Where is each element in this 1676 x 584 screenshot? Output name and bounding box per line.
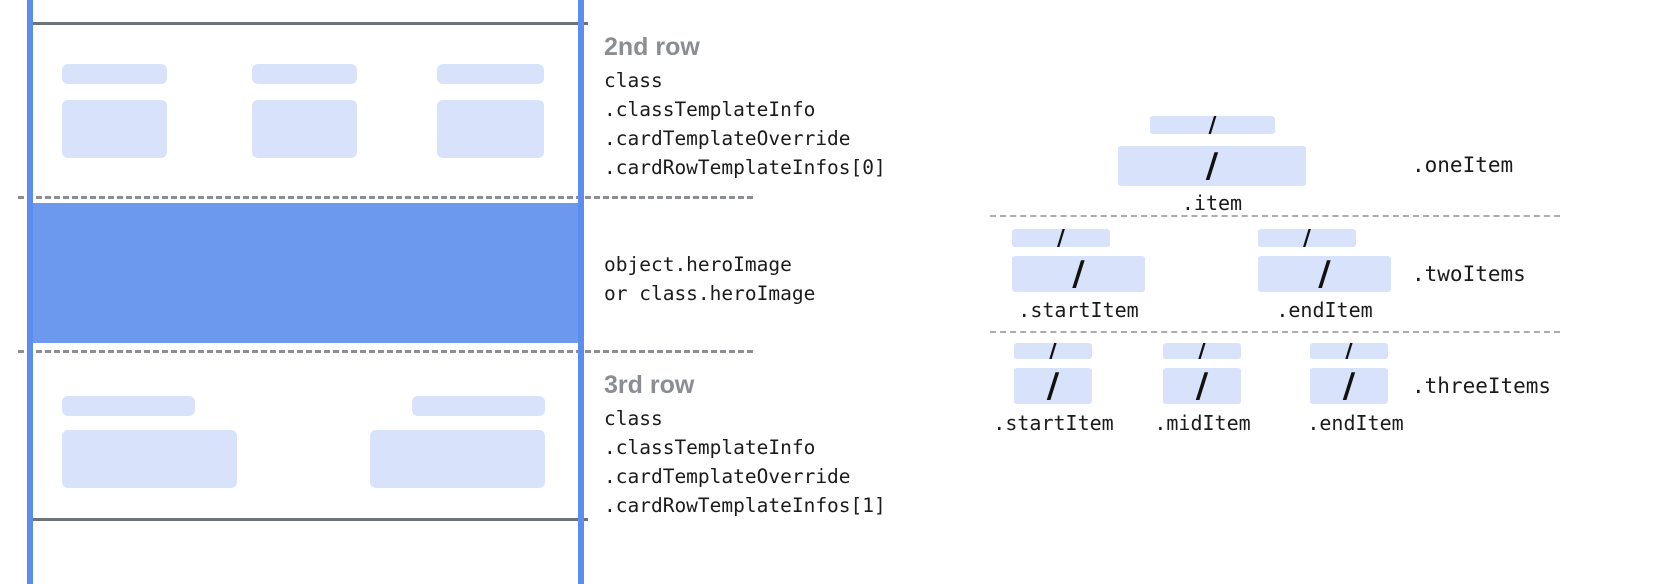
- three-items-start-label-box: /: [1014, 343, 1092, 359]
- two-items-start-sub-label: .startItem: [1018, 298, 1139, 322]
- second-row-code-line-3: .cardTemplateOverride: [604, 127, 851, 150]
- two-items-start-value-slash: /: [1072, 256, 1085, 292]
- three-items-mid-value-box: /: [1163, 368, 1241, 404]
- third-row-code-line-3: .cardTemplateOverride: [604, 465, 851, 488]
- three-items-start-sub-label: .startItem: [993, 411, 1114, 435]
- card-top-border: [28, 22, 588, 25]
- one-item-sub-label: .item: [1181, 191, 1243, 215]
- annotation-third-row: 3rd row class .classTemplateInfo .cardTe…: [604, 370, 886, 520]
- row3-col1-value-chip: [62, 430, 237, 488]
- card-bottom-border: [28, 518, 588, 521]
- item-group-separator-2: [990, 331, 1560, 333]
- third-row-code-line-4: .cardRowTemplateInfos[1]: [604, 494, 886, 517]
- row2-col3-label-chip: [437, 64, 544, 84]
- row-separator-bottom: [18, 350, 753, 353]
- third-row-code-line-2: .classTemplateInfo: [604, 436, 816, 459]
- two-items-end-label-box: /: [1258, 229, 1356, 247]
- row3-col2-label-chip: [412, 396, 545, 416]
- two-items-end-value-slash: /: [1318, 256, 1331, 292]
- three-items-mid-value-slash: /: [1195, 368, 1209, 404]
- three-items-start-value-box: /: [1014, 368, 1092, 404]
- three-items-end-sub-label: .endItem: [1307, 411, 1404, 435]
- vertical-guide-left: [27, 0, 33, 584]
- row2-col1-value-chip: [62, 100, 167, 158]
- one-item-group-label: .oneItem: [1412, 153, 1514, 177]
- third-row-code-line-1: class: [604, 407, 663, 430]
- second-row-code-line-1: class: [604, 69, 663, 92]
- second-row-code-line-2: .classTemplateInfo: [604, 98, 816, 121]
- three-items-mid-label-slash: /: [1197, 343, 1207, 359]
- vertical-guide-right: [578, 0, 584, 584]
- second-row-code-line-4: .cardRowTemplateInfos[0]: [604, 156, 886, 179]
- row3-col2-value-chip: [370, 430, 545, 488]
- three-items-end-value-box: /: [1310, 368, 1388, 404]
- one-item-value-slash: /: [1205, 146, 1219, 186]
- row3-col1-label-chip: [62, 396, 195, 416]
- row2-col2-value-chip: [252, 100, 357, 158]
- two-items-end-value-box: /: [1258, 256, 1391, 292]
- one-item-label-box: /: [1150, 116, 1275, 134]
- item-group-separator-1: [990, 215, 1560, 217]
- hero-code-line-2: or class.heroImage: [604, 282, 816, 305]
- item-layout-diagram: / / .item .oneItem / / .startItem / / .e…: [960, 0, 1676, 584]
- hero-image-band: [30, 203, 583, 343]
- third-row-title: 3rd row: [604, 371, 695, 399]
- row-separator-top: [18, 196, 753, 199]
- second-row-title: 2nd row: [604, 33, 700, 61]
- annotation-hero-image: object.heroImage or class.heroImage: [604, 250, 815, 308]
- three-items-start-value-slash: /: [1046, 368, 1060, 404]
- two-items-end-sub-label: .endItem: [1276, 298, 1373, 322]
- two-items-start-value-box: /: [1012, 256, 1145, 292]
- two-items-start-label-box: /: [1012, 229, 1110, 247]
- annotation-second-row: 2nd row class .classTemplateInfo .cardTe…: [604, 32, 886, 182]
- three-items-end-label-slash: /: [1344, 343, 1354, 359]
- row2-col2-label-chip: [252, 64, 357, 84]
- row2-col1-label-chip: [62, 64, 167, 84]
- card-template-diagram: [0, 0, 753, 584]
- three-items-end-value-slash: /: [1342, 368, 1356, 404]
- three-items-mid-label-box: /: [1163, 343, 1241, 359]
- one-item-value-box: /: [1118, 146, 1306, 186]
- hero-code-line-1: object.heroImage: [604, 253, 792, 276]
- two-items-end-label-slash: /: [1302, 229, 1312, 247]
- row2-col3-value-chip: [437, 100, 544, 158]
- three-items-end-label-box: /: [1310, 343, 1388, 359]
- two-items-start-label-slash: /: [1056, 229, 1066, 247]
- one-item-label-slash: /: [1208, 116, 1217, 134]
- three-items-group-label: .threeItems: [1412, 374, 1552, 398]
- three-items-start-label-slash: /: [1048, 343, 1058, 359]
- two-items-group-label: .twoItems: [1412, 262, 1526, 286]
- three-items-mid-sub-label: .midItem: [1154, 411, 1251, 435]
